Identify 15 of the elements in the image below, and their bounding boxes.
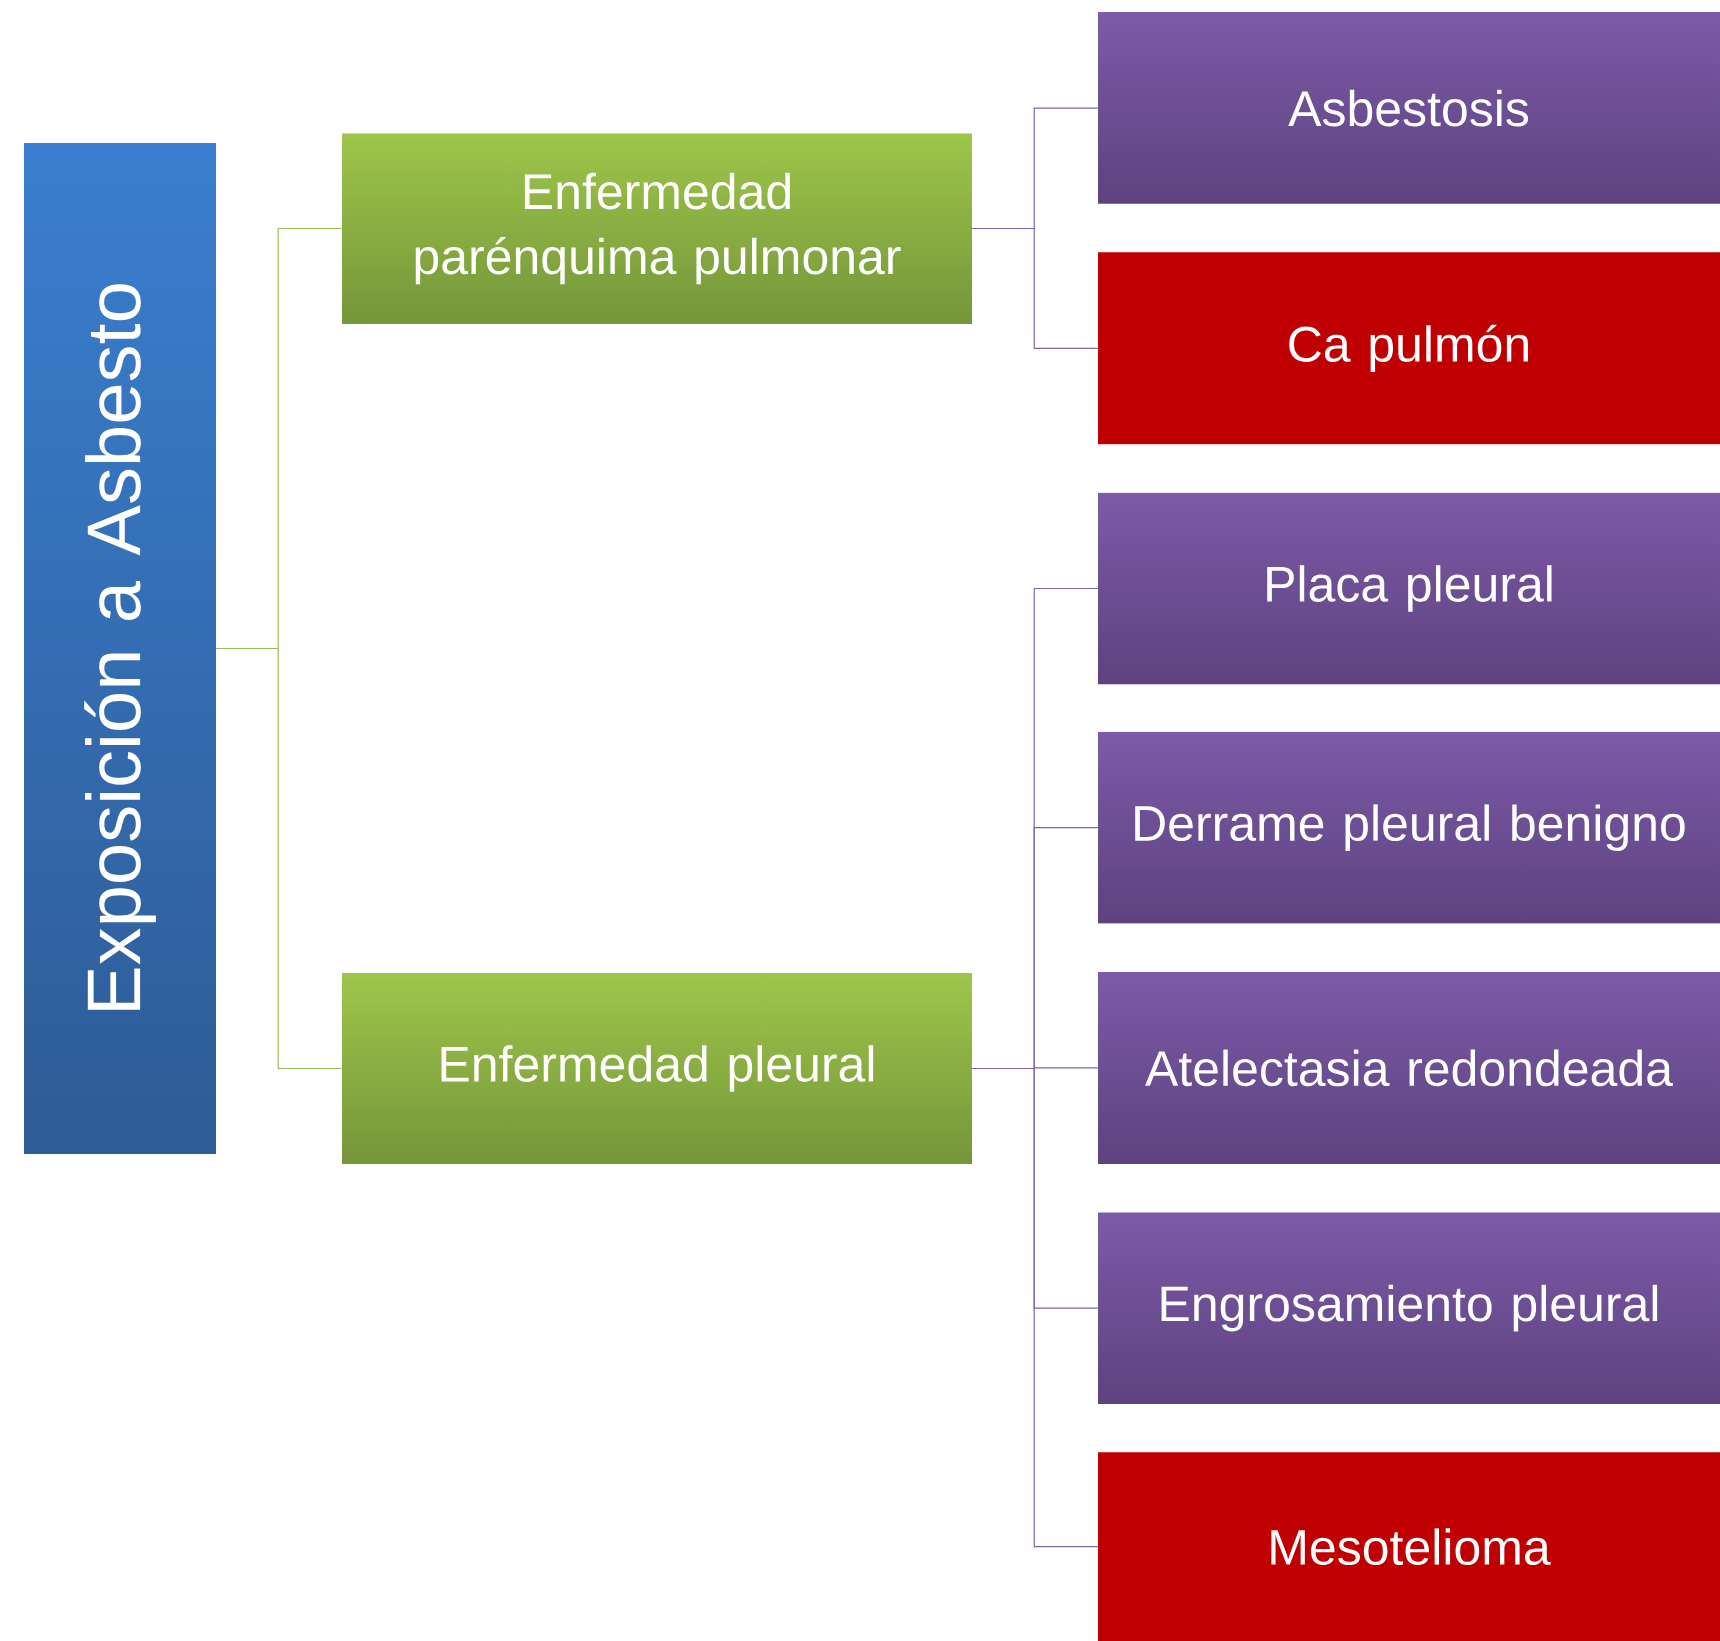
box-label: Mesotelioma bbox=[1271, 1528, 1551, 1566]
box-label: Enfermedad pleural bbox=[441, 1045, 874, 1092]
box-label: Engrosamiento pleural bbox=[1161, 1284, 1658, 1332]
connector bbox=[971, 1067, 1099, 1548]
disease-box bbox=[1098, 252, 1720, 445]
box-label: Derrame pleural benigno bbox=[1135, 804, 1685, 851]
connector bbox=[215, 647, 343, 1070]
box-label: Exposición a Asbesto bbox=[84, 284, 156, 1010]
box-label: Atelectasia redondeada bbox=[1145, 1049, 1673, 1087]
box-label: Placa pleural bbox=[1267, 565, 1552, 612]
box-label: Enfermedad parénquima pulmonar bbox=[415, 172, 901, 285]
connector bbox=[971, 227, 1099, 349]
box-label: Ca pulmón bbox=[1289, 324, 1528, 372]
disease-box bbox=[1098, 1452, 1720, 1641]
box-label: Asbestosis bbox=[1288, 89, 1529, 127]
